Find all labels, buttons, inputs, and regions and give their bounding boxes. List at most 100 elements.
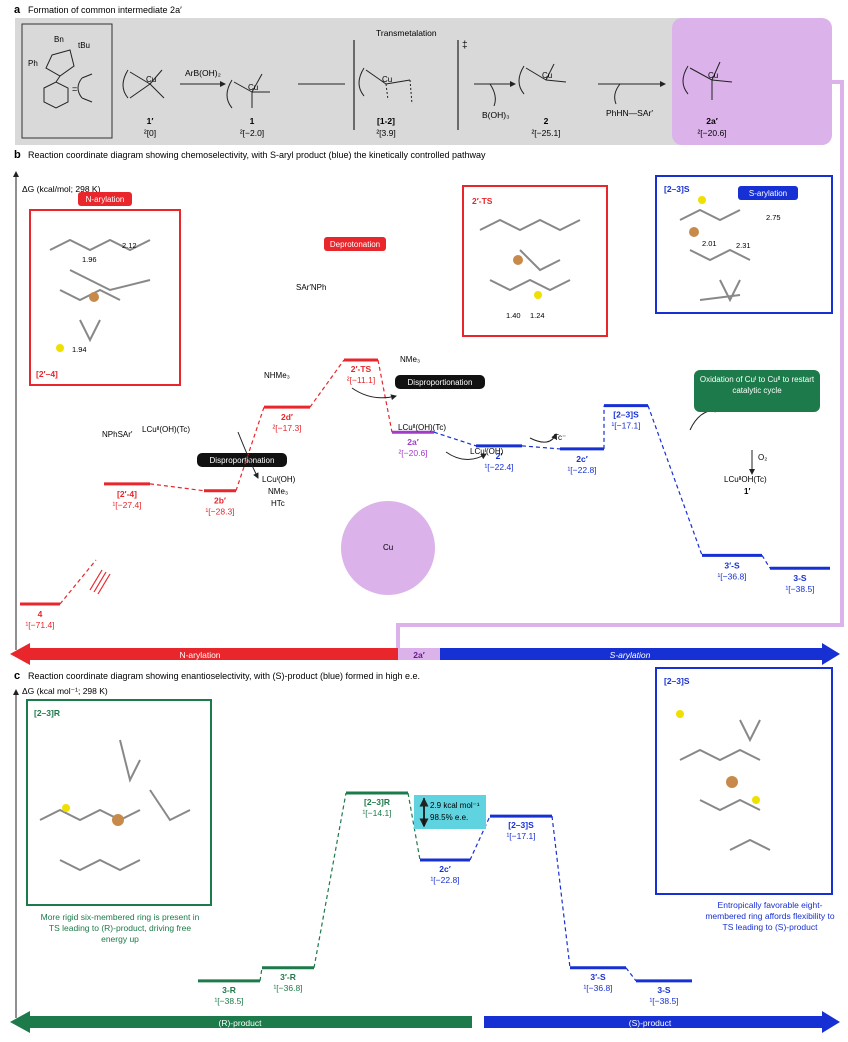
bar-s-product xyxy=(484,1011,840,1033)
level-c-value-5: ¹[−36.8] xyxy=(583,983,612,993)
species-value-3: ²[−25.1] xyxy=(531,128,560,138)
connector-c-5 xyxy=(625,967,637,982)
reagent-nhme3: NHMe₃ xyxy=(264,371,290,380)
arrow-disp-1 xyxy=(237,431,259,479)
reagent-lcu1-a: LCuᴵ(OH) xyxy=(262,475,296,484)
atom-s-s2 xyxy=(752,796,760,804)
level-b-value-6: ¹[−22.4] xyxy=(484,462,513,472)
panel-a-background xyxy=(15,18,683,145)
level-c-name-0: 3-R xyxy=(222,985,236,995)
reagent-tc: Tc⁻ xyxy=(554,433,566,442)
boh3-curve xyxy=(489,83,496,107)
connector-b-3 xyxy=(309,359,345,408)
inset-2ts xyxy=(462,185,608,337)
energy-gap-line1: 2.9 kcal mol⁻¹ xyxy=(430,801,480,810)
atom-s-s3 xyxy=(676,710,684,718)
badge-s-arylation xyxy=(738,186,798,200)
level-c-value-6: ¹[−38.5] xyxy=(649,996,678,1006)
panel-a-species-labels: 1′²[0]1²[−2.0][1-2]²[3.9]2²[−25.1]2a′²[−… xyxy=(144,116,727,138)
inset-r-label: [2–3]R xyxy=(34,708,60,718)
level-c-name-1: 3′-R xyxy=(280,972,296,982)
level-b-name-10: 3-S xyxy=(793,573,807,583)
species-name-1: 1 xyxy=(250,116,255,126)
panel-c-label: c xyxy=(14,670,20,682)
reagent-nme3-a: NMe₃ xyxy=(268,487,288,496)
species-name-4: 2a′ xyxy=(706,116,718,126)
level-b-name-1: [2′-4] xyxy=(117,489,137,499)
oxidation-note-fo: Oxidation of Cuᴵ to Cuᴵᴵ to restart cata… xyxy=(699,375,815,395)
reagent-lcu2-a: LCuᴵᴵ(OH)(Tc) xyxy=(142,425,190,434)
inset-s-ts xyxy=(655,667,833,895)
level-b-value-7: ¹[−22.8] xyxy=(567,465,596,475)
badge-deprotonation-text: Deprotonation xyxy=(330,240,380,249)
ts-mark-a: ‡ xyxy=(462,40,468,51)
arrow-regen xyxy=(689,406,721,431)
cu-label-2a: Cu xyxy=(708,71,718,80)
atom-s-n xyxy=(56,344,64,352)
distance-d1: 1.96 xyxy=(82,255,97,264)
connector-b-break xyxy=(59,559,97,605)
level-b-value-2: ¹[−28.3] xyxy=(205,507,234,517)
level-c-value-4: ¹[−17.1] xyxy=(506,831,535,841)
species-value-0: ²[0] xyxy=(144,128,156,138)
badge-n-arylation xyxy=(78,192,132,206)
reagent-o2: O₂ xyxy=(758,453,767,462)
panel-a-label: a xyxy=(14,4,21,16)
panel-c-caption: Reaction coordinate diagram showing enan… xyxy=(28,671,420,681)
bar-r-product xyxy=(10,1011,472,1033)
2a-connector xyxy=(396,80,844,655)
species-value-1: ²[−2.0] xyxy=(240,128,264,138)
panel-b: b Reaction coordinate diagram showing ch… xyxy=(10,149,840,665)
connector-b-9 xyxy=(761,555,771,569)
panel-b-levels: 4¹[−71.4][2′-4]¹[−27.4]2b′¹[−28.3]2d′²[−… xyxy=(20,358,830,630)
distance-d8: 2.31 xyxy=(736,241,751,250)
connector-b-8 xyxy=(647,405,703,556)
ligand-equals: = xyxy=(72,84,77,94)
level-b-value-1: ¹[−27.4] xyxy=(112,500,141,510)
inset-ts-label: 2′-TS xyxy=(472,196,493,206)
connector-c-2 xyxy=(407,792,421,861)
bar-n-arylation xyxy=(10,643,398,665)
reagent-amine: PhHN—SAr′ xyxy=(606,108,653,118)
level-b-value-0: ¹[−71.4] xyxy=(25,620,54,630)
cu-label-1p: Cu xyxy=(146,75,156,84)
distance-d6: 2.75 xyxy=(766,213,781,222)
ligand-tbu: tBu xyxy=(78,41,90,50)
connector-c-1 xyxy=(313,792,347,968)
level-b-value-4: ²[−11.1] xyxy=(347,375,375,385)
break-mark-1 xyxy=(89,569,103,591)
connector-b-6 xyxy=(521,445,561,450)
oxidation-note: Oxidation of Cuᴵ to Cuᴵᴵ to restart cata… xyxy=(699,375,815,395)
distance-d4: 1.40 xyxy=(506,311,521,320)
level-b-name-7: 2c′ xyxy=(576,454,588,464)
distance-d3: 1.94 xyxy=(72,345,87,354)
inset-r-ts xyxy=(26,699,212,906)
level-c-name-4: [2–3]S xyxy=(508,820,534,830)
reagent-nphsar: NPhSAr′ xyxy=(102,430,133,439)
ligand-ph: Ph xyxy=(28,59,38,68)
connector-c-0 xyxy=(259,967,263,981)
badge-disproportionation-1 xyxy=(197,453,287,467)
bar-s-text: S-arylation xyxy=(610,650,651,660)
level-c-value-2: ¹[−14.1] xyxy=(362,808,391,818)
panel-c: c Reaction coordinate diagram showing en… xyxy=(10,667,840,1033)
2a-highlight-circle xyxy=(341,501,435,595)
level-b-name-4: 2′-TS xyxy=(351,364,372,374)
bar-s-text-c: (S)-product xyxy=(629,1018,672,1028)
atom-s-r xyxy=(62,804,70,812)
level-b-name-8: [2–3]S xyxy=(613,410,639,420)
arrow-lcu1 xyxy=(445,451,487,460)
badge-s-arylation-text: S-arylation xyxy=(749,189,787,198)
ligand-bn: Bn xyxy=(54,35,64,44)
r-note: More rigid six-membered ring is present … xyxy=(40,912,200,944)
panel-c-connectors xyxy=(259,792,637,982)
level-b-name-9: 3′-S xyxy=(724,560,740,570)
level-c-name-2: [2–3]R xyxy=(364,797,390,807)
connector-b-5 xyxy=(433,431,477,447)
species-name-0: 1′ xyxy=(147,116,154,126)
energy-gap-line2: 98.5% e.e. xyxy=(430,813,468,822)
level-b-value-10: ¹[−38.5] xyxy=(785,584,814,594)
circle-cu: Cu xyxy=(383,543,393,552)
